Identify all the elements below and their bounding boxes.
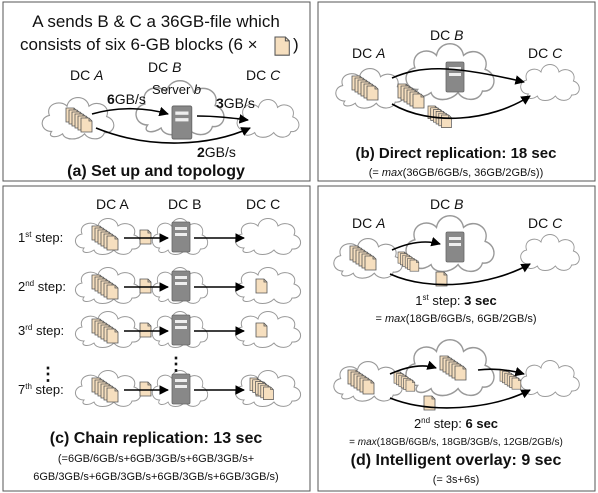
panel-a-dc-a-label: DC A [70,67,103,83]
server-icon [171,314,191,346]
panel-b-caption: (b) Direct replication: 18 sec [356,145,557,162]
panel-a-intro-close: ) [293,35,299,54]
server-icon [445,231,465,263]
file-block-icon [139,322,152,338]
chain-step-row: 1st step: [18,218,302,255]
panel-c-caption: (c) Chain replication: 13 sec [50,430,263,447]
panel-c-dc-a-label: DC A [96,196,129,212]
panel-c-dc-b-label: DC B [168,196,201,212]
chain-step-row: 7th step: [18,370,302,407]
direct-a-to-c-arrow [391,67,525,85]
panel-a-link-bc-label: 3GB/s [216,95,255,111]
file-block-icon [139,381,152,397]
panel-a-dc-c-label: DC C [246,67,281,83]
panel-a-caption: (a) Set up and topology [67,163,245,180]
chain-step-label: 7th step: [18,382,64,397]
panel-a-frame [2,1,311,182]
panel-c-formula-line1: (=6GB/6GB/s+6GB/3GB/s+6GB/3GB/s+ [58,453,254,465]
cloud-icon [520,64,580,101]
panel-d-dc-a-label: DC A [352,215,385,231]
cloud-icon [234,218,302,255]
panel-d-dc-c-label: DC C [528,215,563,231]
panel-d-caption: (d) Intelligent overlay: 9 sec [351,452,562,469]
panel-d-total: (= 3s+6s) [433,474,479,486]
chain-step-row: 3rd step: [18,311,302,348]
server-icon [171,105,193,140]
server-icon [171,373,191,405]
panel-d-frame [317,185,596,492]
chain-steps: 1st step: 2nd step: 3rd step: 7th step: [18,218,302,407]
panel-d-step2-formula: = max(18GB/6GB/s, 18GB/3GB/s, 12GB/2GB/s… [349,437,563,448]
link-a-to-b-arrow [91,106,169,117]
panel-a-link-ab-label: 6GB/s [107,91,146,107]
panel-d-step1-formula: = max(18GB/6GB/s, 6GB/2GB/s) [375,313,536,325]
file-block-icon [255,322,268,338]
panel-b-dc-b-label: DC B [430,27,463,43]
chain-step-label: 1st step: [18,230,63,245]
panel-d-step1-label: 1st step: 3 sec [415,293,496,308]
panel-c-ellipsis-steps: ⋮ [39,364,57,384]
panel-b-dc-c-label: DC C [528,45,563,61]
direct-a-to-c-arrow [391,95,531,120]
panel-d-step2-label: 2nd step: 6 sec [414,416,498,431]
file-block-icon [274,36,290,56]
overlay-a-to-c-arrow [389,389,531,409]
panel-a-link-ac-label: 2GB/s [197,144,236,160]
link-a-to-c-arrow [95,127,251,144]
panel-c-ellipsis-b: ⋮ [167,354,185,374]
panel-a-server-label: Server b [152,82,201,97]
overlay-b-to-c-arrow [477,367,525,377]
cloud-icon [234,311,302,348]
chain-step-row: 2nd step: [18,267,302,304]
panel-b-dc-a-label: DC A [352,45,385,61]
server-icon [171,270,191,302]
file-block-icon [139,278,152,294]
server-icon [445,61,465,93]
overlay-a-to-b-arrow [391,237,441,251]
panel-c-dc-c-label: DC C [246,196,280,212]
chain-step-label: 3rd step: [18,323,64,338]
panel-a-dc-b-label: DC B [148,59,181,75]
file-block-icon [255,278,268,294]
server-icon [171,221,191,253]
panel-c-formula-line2: 6GB/3GB/s+6GB/3GB/s+6GB/3GB/s+6GB/3GB/s) [33,471,278,483]
link-b-to-c-arrow [196,114,249,124]
chain-step-label: 2nd step: [18,279,66,294]
cloud-icon [234,267,302,304]
panel-a-intro-line2: consists of six 6-GB blocks (6 × [20,35,258,54]
panel-b-frame [317,1,596,182]
panel-c-frame [2,185,311,492]
panel-b-formula: (= max(36GB/6GB/s, 36GB/2GB/s)) [369,167,544,179]
panel-a-intro-line1: A sends B & C a 36GB-file which [32,12,280,31]
overlay-a-to-b-arrow [389,360,437,375]
panel-d-dc-b-label: DC B [430,196,463,212]
overlay-a-to-c-arrow [389,263,531,286]
file-block-icon [139,229,152,245]
